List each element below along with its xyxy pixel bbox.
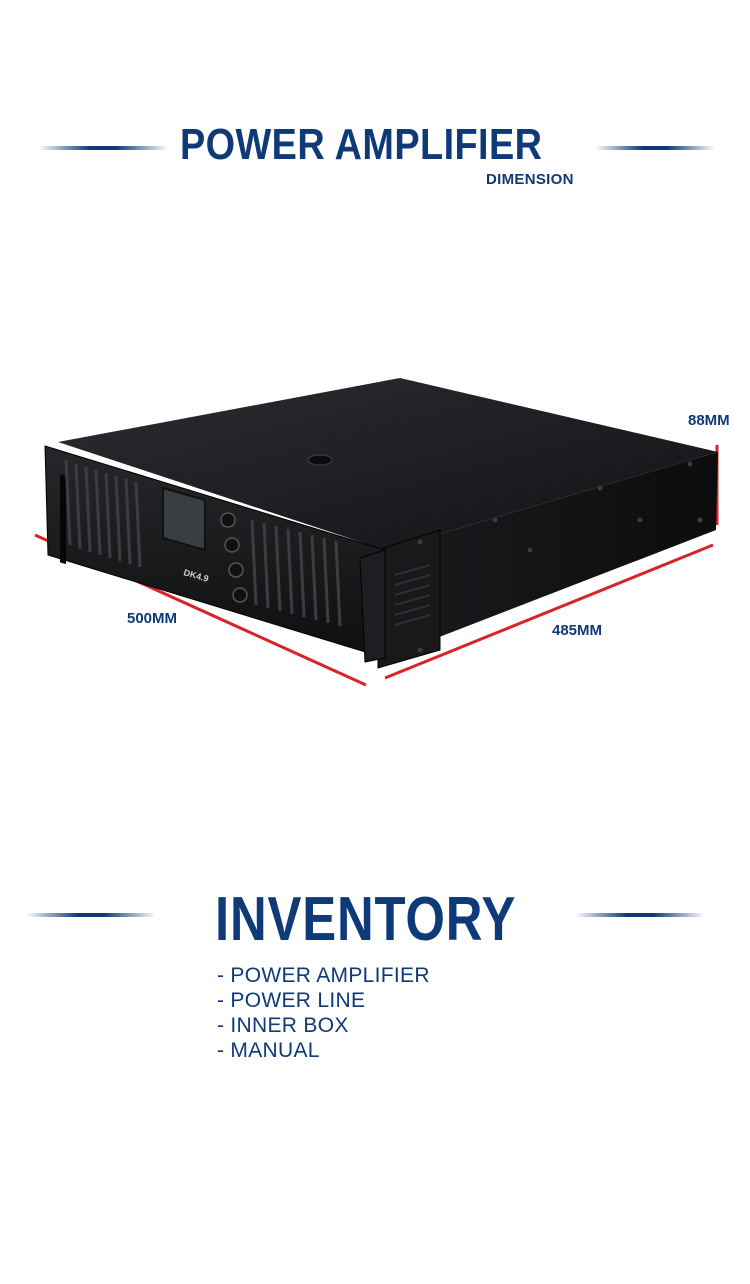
inventory-item: - POWER AMPLIFIER [217,964,430,987]
inventory-list: - POWER AMPLIFIER - POWER LINE - INNER B… [217,963,430,1063]
top-screw-icon [307,454,333,466]
rack-ear-handle [359,549,386,663]
rack-ear [377,529,441,669]
amplifier-product-image: DK4.9 [34,378,719,687]
front-vent-left [60,474,66,565]
front-control-knobs [220,512,248,603]
amplifier-top-panel [58,378,718,550]
inventory-item: - INNER BOX [217,1014,349,1037]
inventory-item: - POWER LINE [217,989,366,1012]
inventory-decor-line-right [575,913,705,917]
dimension-line-width [384,543,714,680]
dimension-label-depth: 500MM [127,610,178,627]
header-decor-line-left [38,146,168,150]
dimension-label-width: 485MM [552,622,603,639]
inventory-item: - MANUAL [217,1039,320,1062]
amplifier-side-panel [385,452,718,658]
inventory-decor-line-left [26,913,156,917]
section-title-power-amplifier: POWER AMPLIFIER [180,120,543,169]
front-display-screen [162,486,206,552]
section-subtitle-dimension: DIMENSION [486,171,574,188]
section-title-inventory: INVENTORY [215,885,517,954]
dimension-label-height: 88MM [688,412,730,429]
header-decor-line-right [595,146,715,150]
